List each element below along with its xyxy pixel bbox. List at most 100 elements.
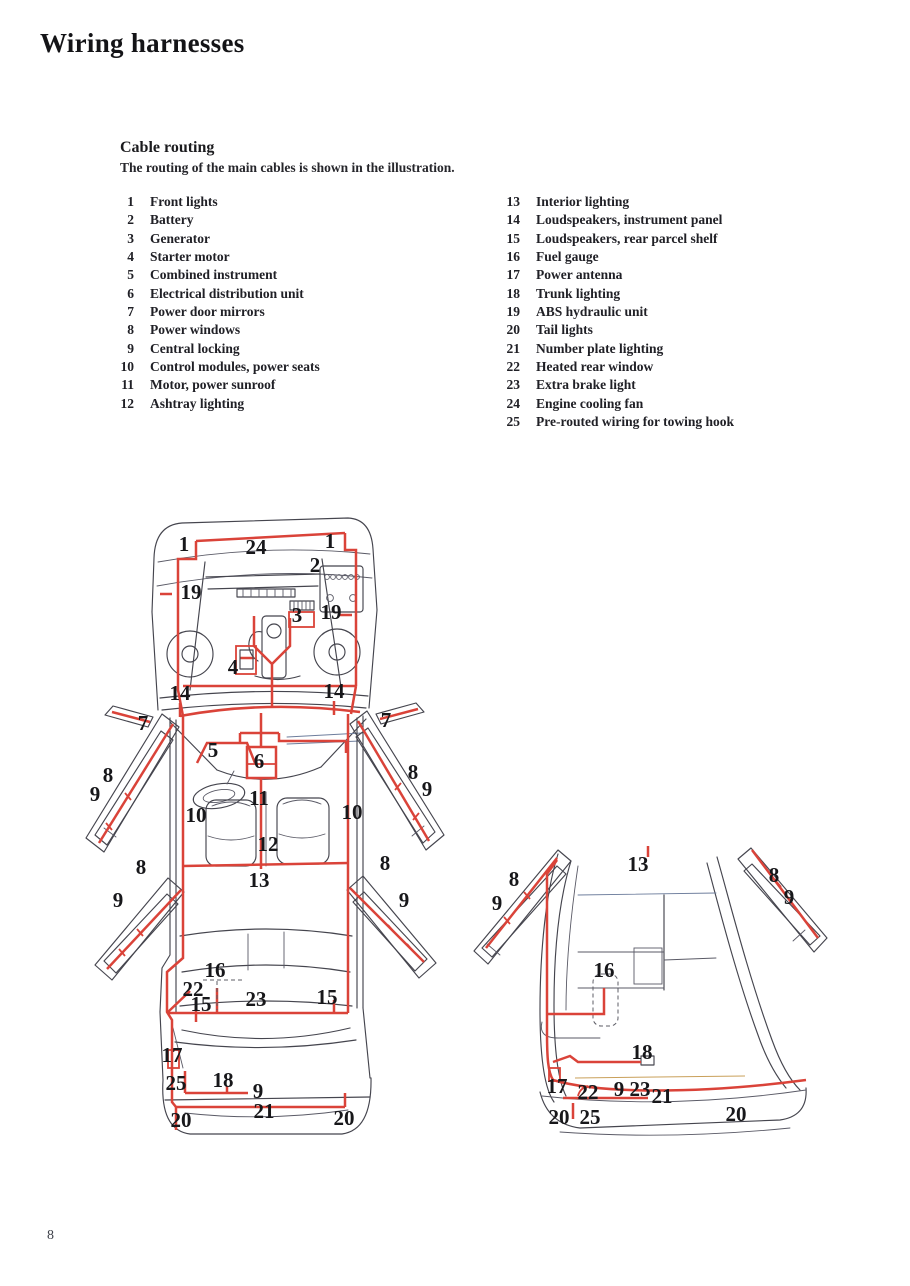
diagram-label-19: 19 bbox=[181, 580, 202, 604]
legend-item-label: Trunk lighting bbox=[536, 285, 621, 301]
diagram-label-22: 22 bbox=[578, 1080, 599, 1104]
diagram-label-1: 1 bbox=[325, 529, 336, 553]
legend-item-label: Tail lights bbox=[536, 322, 593, 338]
diagram-label-17: 17 bbox=[547, 1074, 568, 1098]
diagram-label-19: 19 bbox=[321, 600, 342, 624]
diagram-label-16: 16 bbox=[205, 958, 226, 982]
diagram-label-9: 9 bbox=[614, 1077, 625, 1101]
diagram-label-20: 20 bbox=[171, 1108, 192, 1132]
legend-item-label: Power windows bbox=[150, 322, 241, 338]
rear-view-car-perspective bbox=[473, 846, 828, 1136]
legend-item: 2 Battery bbox=[108, 211, 438, 229]
diagram-label-17: 17 bbox=[162, 1043, 183, 1067]
main-view-car-top bbox=[85, 517, 445, 1135]
legend-item-label: Number plate lighting bbox=[536, 340, 664, 356]
legend-item: 1 Front lights bbox=[108, 193, 438, 211]
legend-item-number: 19 bbox=[506, 304, 521, 320]
legend-item-label: Starter motor bbox=[150, 249, 230, 265]
diagram-label-18: 18 bbox=[213, 1068, 234, 1092]
legend-item-number: 5 bbox=[127, 267, 134, 283]
diagram-label-7: 7 bbox=[138, 711, 149, 735]
diagram-label-9: 9 bbox=[253, 1079, 264, 1103]
legend-item-number: 23 bbox=[506, 377, 521, 393]
legend-item-label: Power antenna bbox=[536, 267, 623, 283]
diagram-label-3: 3 bbox=[292, 603, 303, 627]
legend-item: 4 Starter motor bbox=[108, 248, 438, 266]
diagram-label-9: 9 bbox=[399, 888, 410, 912]
legend-item-label: Power door mirrors bbox=[150, 304, 265, 320]
legend-item-number: 2 bbox=[127, 212, 134, 228]
legend-item-number: 25 bbox=[506, 414, 521, 430]
diagram-label-9: 9 bbox=[492, 891, 503, 915]
diagram-label-9: 9 bbox=[113, 888, 124, 912]
legend-item-number: 11 bbox=[121, 377, 134, 393]
legend-item-label: Front lights bbox=[150, 194, 218, 209]
legend-item-label: Battery bbox=[150, 212, 194, 228]
diagram-label-9: 9 bbox=[422, 777, 433, 801]
diagram-label-7: 7 bbox=[381, 708, 392, 732]
legend-item-number: 1 bbox=[127, 194, 134, 209]
legend-item-label: Heated rear window bbox=[536, 359, 654, 375]
legend-item-number: 17 bbox=[506, 267, 521, 283]
legend-item-number: 6 bbox=[127, 285, 134, 301]
legend-item-number: 22 bbox=[506, 359, 521, 375]
legend-item-number: 4 bbox=[127, 249, 134, 265]
legend-item-number: 14 bbox=[506, 212, 521, 228]
legend-item-number: 8 bbox=[127, 322, 134, 338]
diagram-label-23: 23 bbox=[630, 1077, 651, 1101]
diagram-label-16: 16 bbox=[594, 958, 615, 982]
diagram-label-11: 11 bbox=[249, 786, 269, 810]
legend-item: 21 Number plate lighting bbox=[494, 340, 834, 358]
legend-item: 18 Trunk lighting bbox=[494, 285, 834, 303]
diagram-label-5: 5 bbox=[208, 738, 219, 762]
legend-item-label: Generator bbox=[150, 230, 210, 246]
diagram-label-21: 21 bbox=[254, 1099, 275, 1123]
legend-item: 17 Power antenna bbox=[494, 266, 834, 284]
diagram-label-25: 25 bbox=[166, 1071, 187, 1095]
diagram-label-8: 8 bbox=[509, 867, 520, 891]
legend-item-number: 24 bbox=[506, 395, 521, 411]
diagram-label-8: 8 bbox=[103, 763, 114, 787]
diagram-label-8: 8 bbox=[136, 855, 147, 879]
diagram-label-24: 24 bbox=[246, 535, 268, 559]
legend-item-label: Control modules, power seats bbox=[150, 359, 320, 375]
diagram-label-23: 23 bbox=[246, 987, 267, 1011]
legend-item-label: Fuel gauge bbox=[536, 249, 599, 265]
diagram-label-14: 14 bbox=[170, 681, 192, 705]
diagram-label-2: 2 bbox=[310, 553, 321, 577]
legend-item-label: Ashtray lighting bbox=[150, 395, 245, 411]
diagram-label-18: 18 bbox=[632, 1040, 653, 1064]
legend-item-number: 21 bbox=[506, 340, 521, 356]
diagram-label-12: 12 bbox=[258, 832, 279, 856]
legend-item: 10 Control modules, power seats bbox=[108, 358, 438, 376]
diagram-label-8: 8 bbox=[408, 760, 419, 784]
diagram-label-13: 13 bbox=[249, 868, 270, 892]
legend-item-number: 15 bbox=[506, 230, 521, 246]
section-heading: Cable routing bbox=[120, 139, 215, 156]
diagram-label-9: 9 bbox=[784, 885, 795, 909]
legend-item-number: 13 bbox=[506, 194, 521, 209]
legend-item-number: 18 bbox=[506, 285, 521, 301]
diagram-label-21: 21 bbox=[652, 1084, 673, 1108]
diagram-label-4: 4 bbox=[228, 655, 239, 679]
legend-item: 3 Generator bbox=[108, 230, 438, 248]
legend-item-number: 3 bbox=[127, 230, 134, 246]
legend-item-number: 10 bbox=[120, 359, 135, 375]
diagram-label-20: 20 bbox=[334, 1106, 355, 1130]
legend-column-left: 1 Front lights 2 Battery 3 Generator 4 Starter … bbox=[108, 193, 438, 413]
diagram-label-6: 6 bbox=[254, 749, 265, 773]
